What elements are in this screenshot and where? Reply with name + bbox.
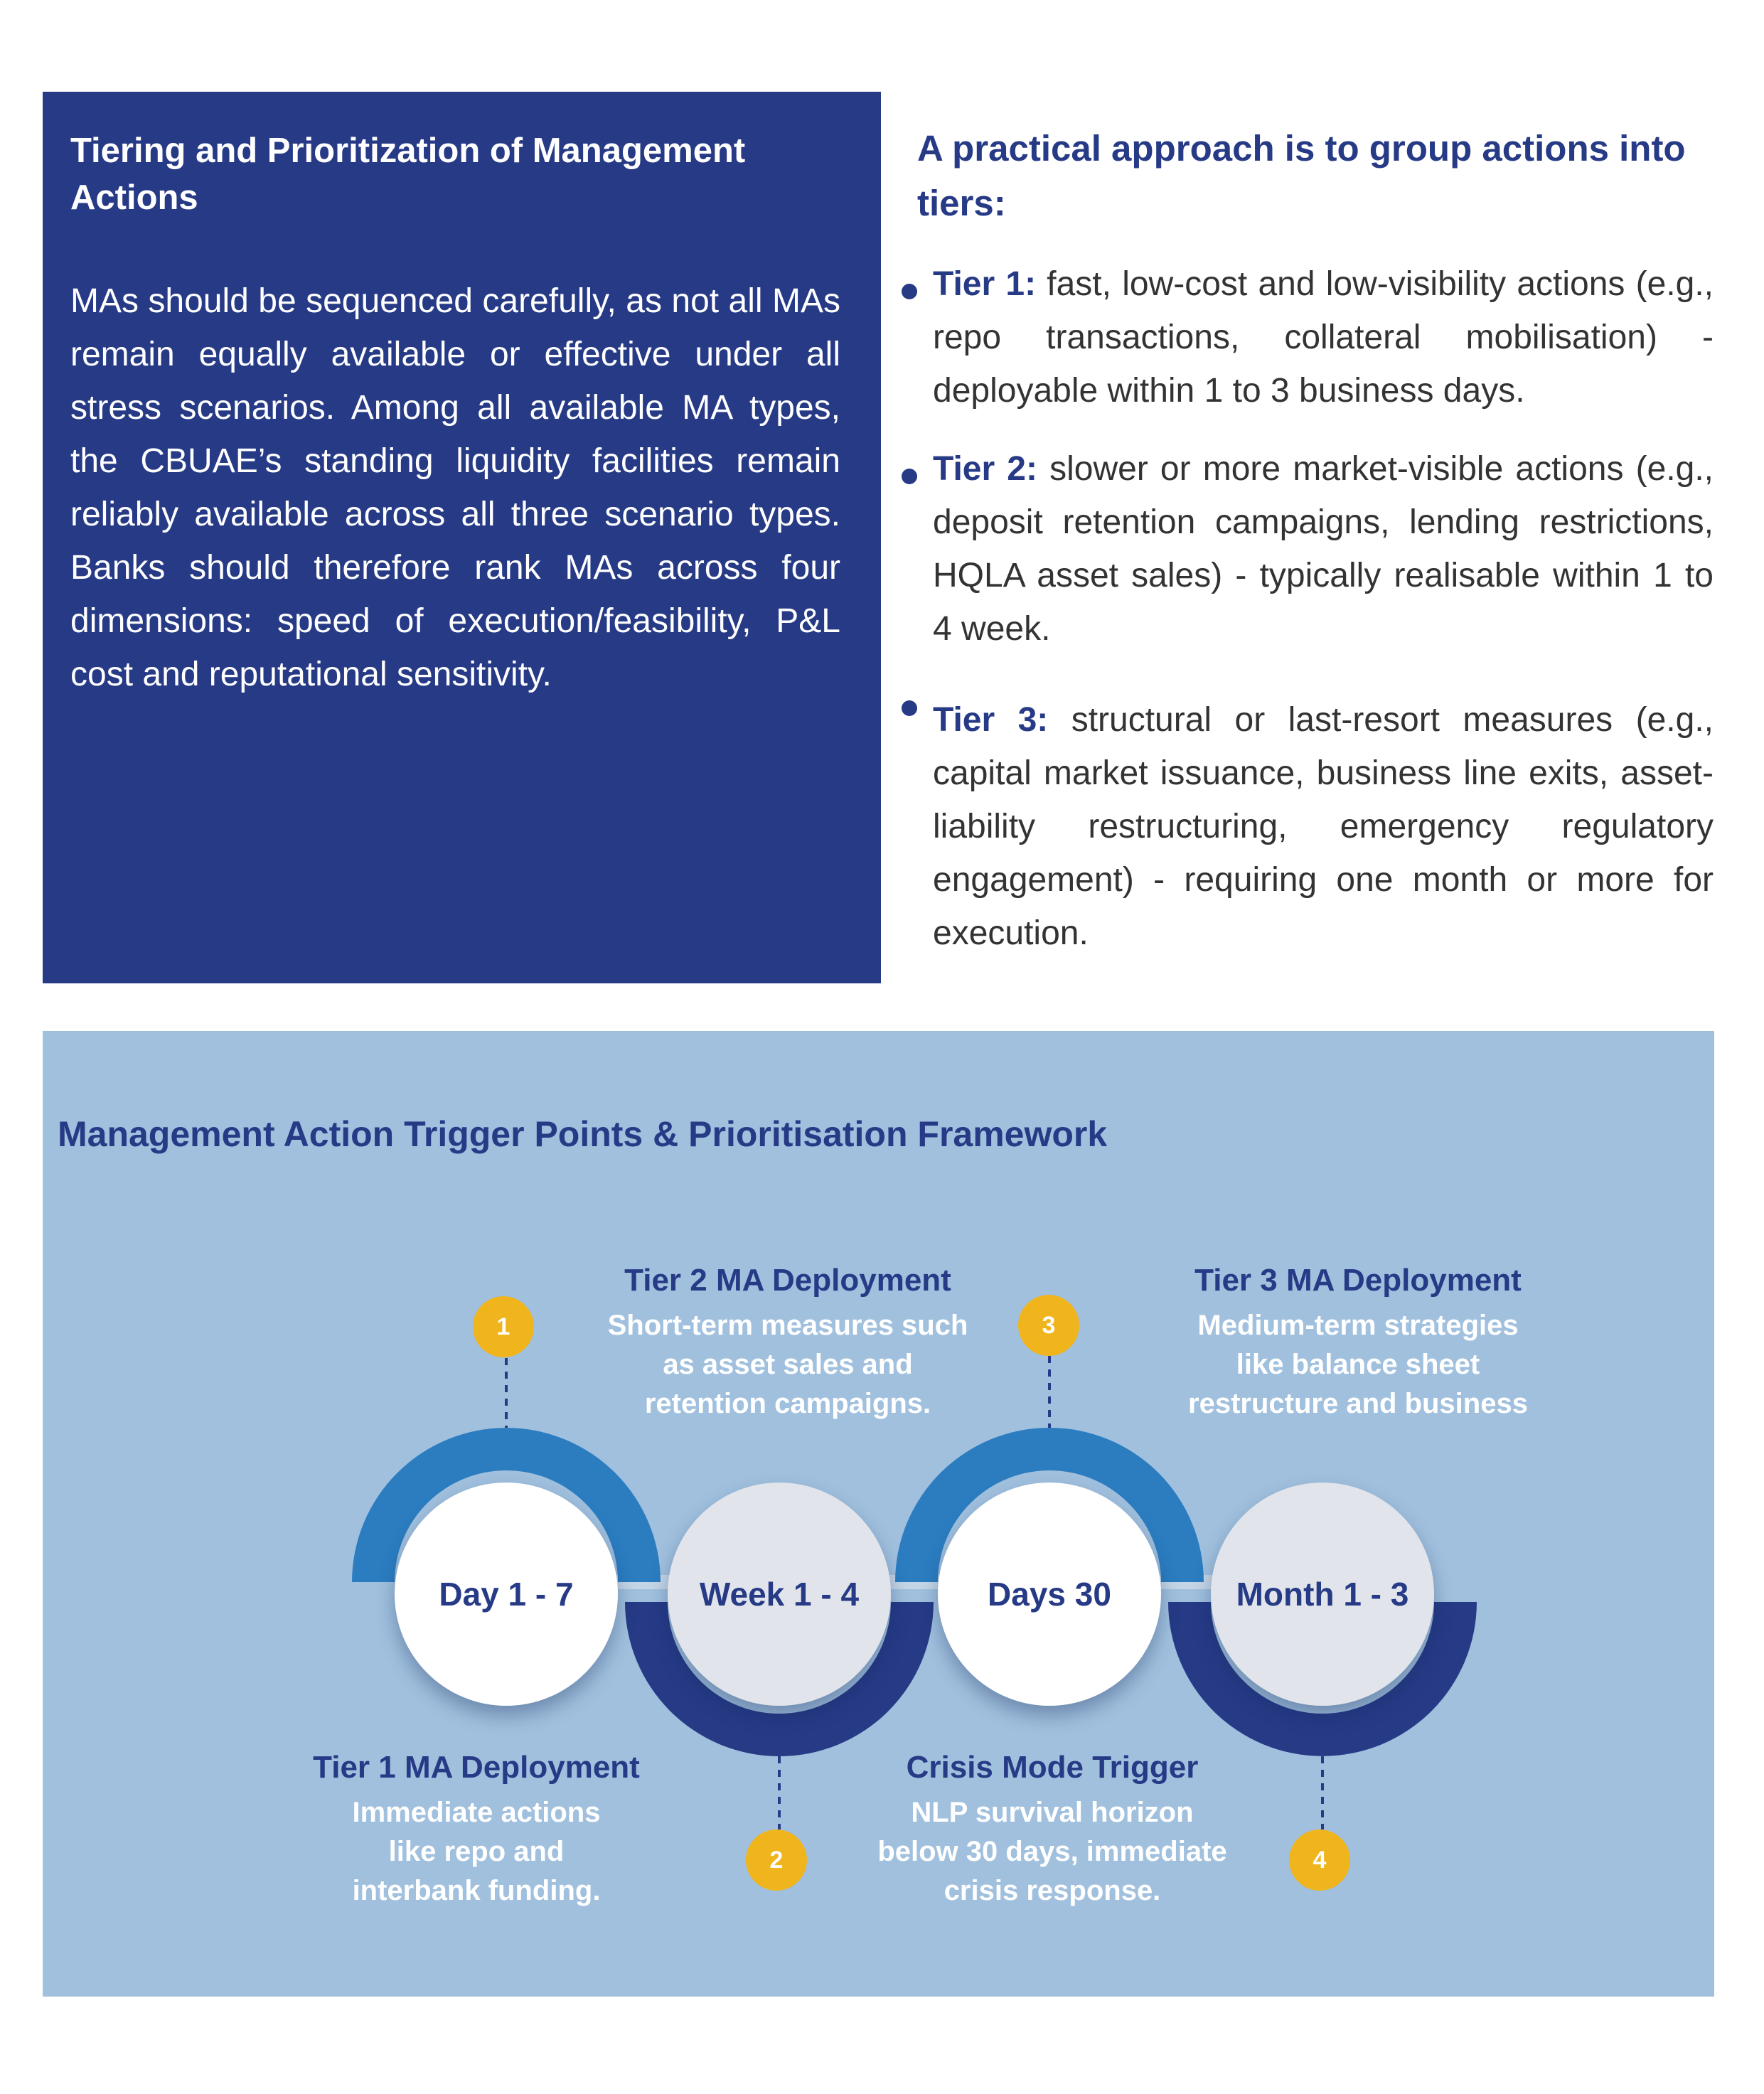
tier-3-text: structural or last-resort measures (e.g.… [933,701,1714,952]
step-3-title: Crisis Mode Trigger [906,1750,1199,1785]
tier-1-name: Tier 1: [933,265,1037,303]
tier-2-item: Tier 2: slower or more market-visible ac… [902,442,1714,656]
intro-body: MAs should be sequenced carefully, as no… [70,282,840,693]
bullet-icon [902,284,917,299]
tier-1-item: Tier 1: fast, low-cost and low-visibilit… [902,257,1714,417]
step-3-desc: NLP survival horizon below 30 days, imme… [877,1797,1227,1906]
timeline-node-4: Month 1 - 3 [1211,1483,1434,1706]
tiers-section: A practical approach is to group actions… [902,121,1714,960]
tier-1-text: fast, low-cost and low-visibility action… [933,265,1714,410]
tier-2-text: slower or more market-visible actions (e… [933,450,1714,648]
timeline-node-2: Week 1 - 4 [668,1483,891,1706]
framework-title: Management Action Trigger Points & Prior… [58,1114,1108,1154]
arc-bottom-4 [1168,1602,1477,1756]
step-2-label: Tier 2 MA Deployment Short-term measures… [589,1261,987,1423]
bullet-icon [902,700,917,716]
step-1-title: Tier 1 MA Deployment [313,1750,640,1785]
timeline-node-3: Days 30 [938,1483,1161,1706]
arc-bottom-2 [625,1602,934,1756]
arc-top-1 [352,1428,661,1582]
step-2-title: Tier 2 MA Deployment [624,1263,951,1298]
step-1-desc: Immediate actions like repo and interban… [352,1797,601,1906]
tier-2-name: Tier 2: [933,450,1037,488]
step-badge-4: 4 [1289,1829,1350,1891]
framework-panel: Management Action Trigger Points & Prior… [43,1031,1714,1997]
step-badge-1: 1 [473,1296,534,1357]
intro-title: Tiering and Prioritization of Management… [70,132,746,217]
step-4-label: Tier 3 MA Deployment Medium-term strateg… [1152,1261,1564,1423]
arc-top-3 [895,1428,1204,1582]
step-4-title: Tier 3 MA Deployment [1194,1263,1522,1298]
step-4-desc: Medium-term strategies like balance shee… [1188,1310,1528,1419]
tier-3-item: Tier 3: structural or last-resort measur… [902,693,1714,960]
tiers-heading: A practical approach is to group actions… [917,128,1686,223]
tier-3-name: Tier 3: [933,701,1049,739]
step-2-desc: Short-term measures such as asset sales … [607,1310,968,1419]
timeline-node-1: Day 1 - 7 [395,1483,618,1706]
step-3-label: Crisis Mode Trigger NLP survival horizon… [853,1748,1251,1911]
step-badge-3: 3 [1018,1295,1079,1356]
bullet-icon [902,469,917,484]
intro-panel: Tiering and Prioritization of Management… [43,92,881,983]
step-badge-2: 2 [746,1829,807,1891]
step-1-label: Tier 1 MA Deployment Immediate actions l… [284,1748,668,1911]
